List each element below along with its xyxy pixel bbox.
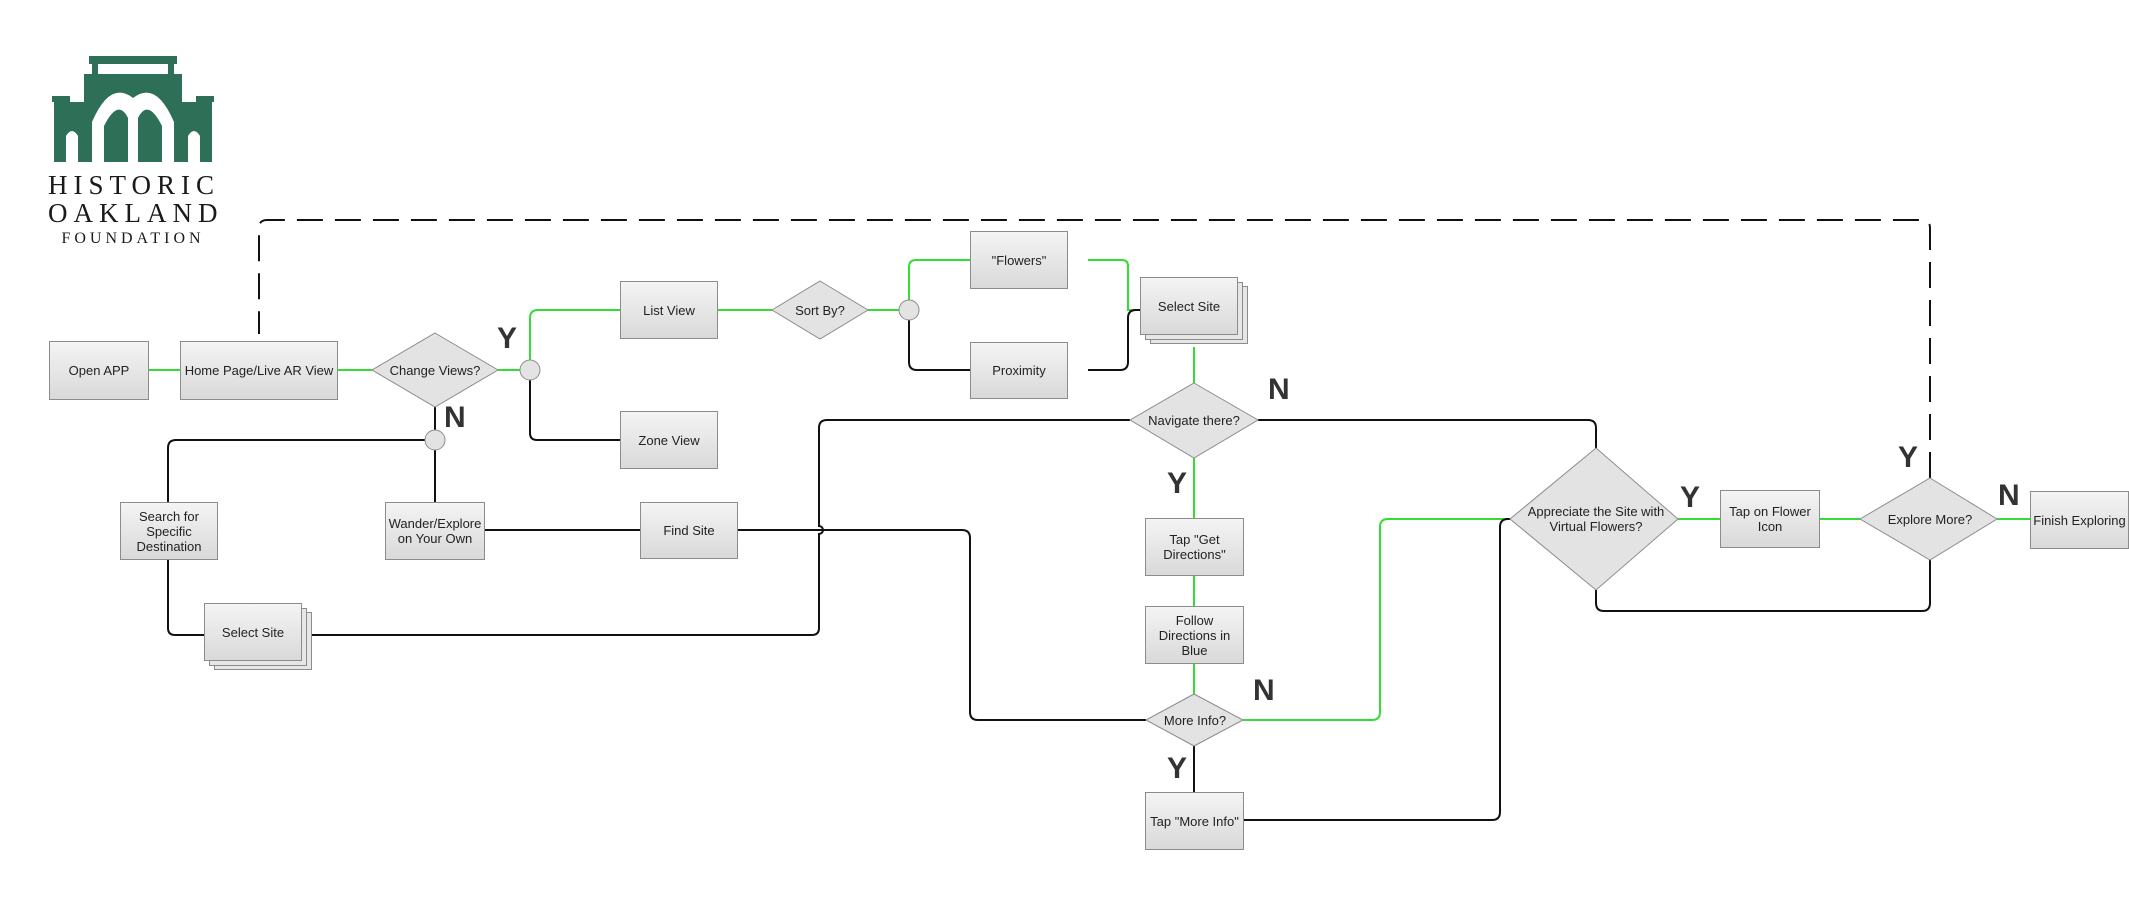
- connector-moreinfo-no-to-appreciate: [1243, 518, 1510, 721]
- decision-sort-by-shape: [771, 280, 869, 340]
- node-flowers: "Flowers": [970, 231, 1068, 289]
- connector-junction-to-list: [529, 309, 620, 360]
- node-wander-explore: Wander/Explore on Your Own: [385, 502, 485, 560]
- node-tap-more-info: Tap "More Info": [1145, 792, 1244, 850]
- decision-explore-more: Explore More?: [1887, 511, 1973, 527]
- label-more-info-no: N: [1253, 674, 1275, 707]
- gate-arch-icon: [52, 56, 214, 162]
- connector-junction-to-search: [167, 439, 425, 502]
- historic-oakland-logo: HISTORIC OAKLAND FOUNDATION: [48, 52, 218, 252]
- connector-junction-to-zone: [529, 380, 620, 441]
- connector-tapmoreinfo-to-appreciate: [1244, 518, 1510, 821]
- connector-appreciate-no-to-explore: [1595, 560, 1931, 612]
- node-open-app: Open APP: [49, 341, 149, 400]
- connector-junction-to-proximity: [908, 320, 970, 371]
- node-zone-view: Zone View: [620, 411, 718, 469]
- decision-change-views: Change Views?: [389, 362, 481, 378]
- connector-explore-yes-loop: [258, 219, 1931, 478]
- node-proximity: Proximity: [970, 342, 1068, 399]
- connector-navigate-no-to-appreciate: [1258, 419, 1597, 448]
- node-tap-get-directions: Tap "Get Directions": [1145, 518, 1244, 576]
- node-tap-flower-icon: Tap on Flower Icon: [1720, 490, 1820, 548]
- junction-change-views-no: [424, 429, 446, 451]
- connector-find-to-moreinfo: [738, 529, 1146, 721]
- decision-more-info-shape: [1144, 693, 1245, 747]
- decision-more-info: More Info?: [1163, 712, 1227, 728]
- decision-appreciate-site: Appreciate the Site with Virtual Flowers…: [1527, 504, 1665, 534]
- label-navigate-yes: Y: [1167, 467, 1188, 500]
- decision-navigate-there: Navigate there?: [1148, 412, 1240, 428]
- decision-sort-by: Sort By?: [795, 302, 845, 318]
- label-navigate-no: N: [1268, 373, 1290, 406]
- connector-flowers-to-select: [1088, 259, 1140, 311]
- label-more-info-yes: Y: [1167, 752, 1188, 785]
- label-explore-more-no: N: [1998, 479, 2020, 512]
- label-change-views-no: N: [444, 401, 466, 434]
- node-follow-directions: Follow Directions in Blue: [1145, 606, 1244, 664]
- connector-search-to-selectsite: [167, 560, 204, 636]
- logo-word-foundation: FOUNDATION: [61, 230, 205, 247]
- node-find-site: Find Site: [640, 502, 738, 559]
- connector-junction-to-flowers: [908, 259, 970, 300]
- node-finish-exploring: Finish Exploring: [2030, 491, 2129, 549]
- decision-explore-more-shape: [1859, 477, 1998, 561]
- node-select-site-bottom: Select Site: [204, 603, 302, 661]
- decision-appreciate-shape: [1509, 447, 1679, 591]
- label-explore-more-yes: Y: [1898, 441, 1919, 474]
- connector-proximity-to-select: [1088, 309, 1140, 371]
- junction-change-views: [519, 359, 541, 381]
- node-home-page: Home Page/Live AR View: [180, 341, 338, 400]
- node-list-view: List View: [620, 281, 718, 339]
- node-select-site-top: Select Site: [1140, 277, 1238, 335]
- logo-word-historic: HISTORIC: [48, 170, 221, 200]
- decision-navigate-shape: [1129, 382, 1259, 459]
- junction-sort-by: [898, 299, 920, 321]
- label-change-views-yes: Y: [497, 322, 518, 355]
- logo-word-oakland: OAKLAND: [48, 198, 224, 228]
- decision-change-views-shape: [371, 332, 499, 408]
- node-search-destination: Search for Specific Destination: [120, 502, 218, 560]
- label-appreciate-yes: Y: [1680, 481, 1701, 514]
